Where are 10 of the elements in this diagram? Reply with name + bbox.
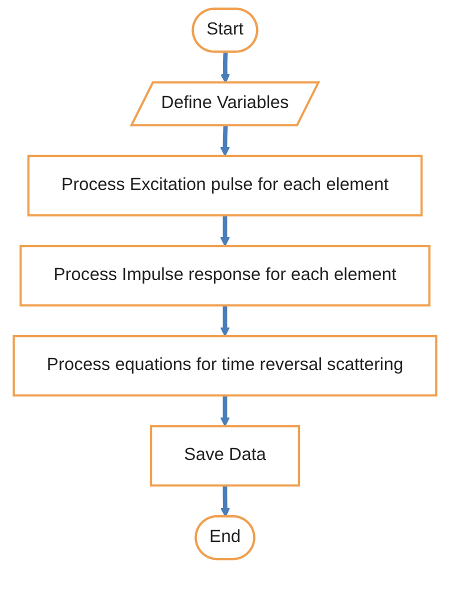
node-box: Process equations for time reversal scattering bbox=[12, 335, 438, 396]
arrow bbox=[220, 485, 230, 518]
arrow bbox=[220, 215, 230, 246]
node-box: Process Excitation pulse for each element bbox=[27, 154, 423, 216]
node-box: Save Data bbox=[150, 425, 300, 487]
arrow bbox=[220, 305, 230, 337]
arrow bbox=[220, 126, 230, 156]
arrow bbox=[220, 52, 230, 84]
node-box: Process Impulse response for each element bbox=[20, 244, 430, 306]
arrow bbox=[220, 395, 230, 427]
